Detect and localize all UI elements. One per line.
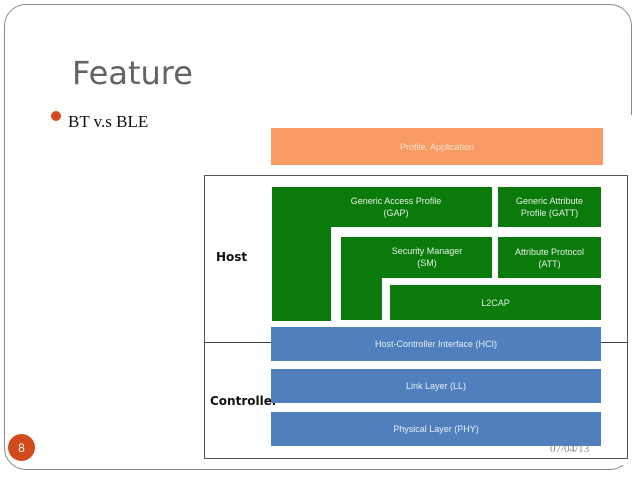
- link-layer-block: Link Layer (LL): [271, 369, 601, 403]
- slide-date: 07/04/13: [550, 443, 590, 455]
- gatt-line1: Generic Attribute: [515, 196, 584, 206]
- profile-application-block: Profile, Application: [271, 128, 603, 165]
- att-line1: Attribute Protocol: [514, 246, 585, 257]
- hci-block: Host-Controller Interface (HCI): [271, 327, 601, 361]
- att-line2: (ATT): [538, 258, 561, 269]
- att-block: Attribute Protocol(ATT): [498, 237, 601, 278]
- sm-block-leg: [341, 237, 382, 320]
- physical-layer-block: Physical Layer (PHY): [271, 412, 601, 446]
- page-number-badge: 8: [8, 434, 35, 461]
- bullet-text: BT v.s BLE: [68, 112, 149, 131]
- l2cap-block: L2CAP: [390, 285, 601, 320]
- gap-label: Generic Access Profile (GAP): [331, 189, 461, 225]
- host-label: Host: [216, 250, 248, 264]
- sm-line1: Security Manager: [391, 246, 463, 256]
- sm-line2: (SM): [417, 258, 437, 268]
- stack-outer-box: [204, 175, 628, 459]
- sm-label: Security Manager (SM): [382, 239, 472, 275]
- gap-line2: (GAP): [383, 208, 409, 218]
- bullet-icon: [51, 111, 61, 121]
- gatt-line2: Profile (GATT): [520, 208, 579, 218]
- slide-title: Feature: [72, 54, 193, 92]
- gap-line1: Generic Access Profile: [350, 196, 442, 206]
- controller-label: Controller: [210, 394, 278, 408]
- gap-block-leg: [272, 187, 331, 321]
